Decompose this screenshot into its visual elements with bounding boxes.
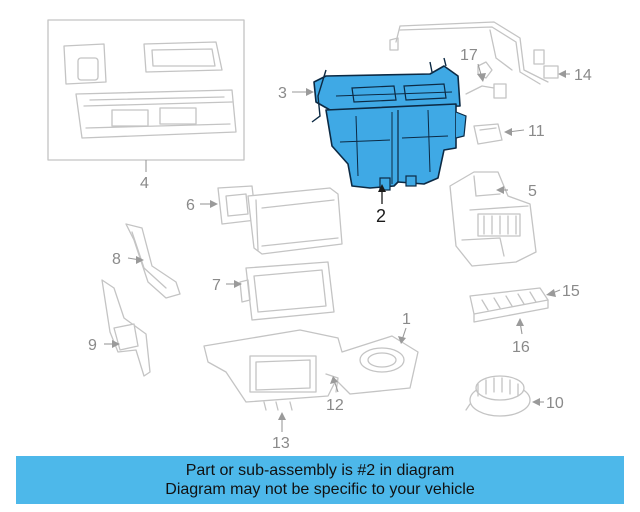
part-14-wire-harness bbox=[389, 21, 559, 99]
callout-7: 7 bbox=[212, 277, 221, 294]
callout-10: 10 bbox=[546, 395, 564, 412]
part-6-heater-core bbox=[217, 185, 343, 255]
part-10-blower-motor bbox=[465, 375, 531, 417]
callout-17: 17 bbox=[460, 47, 478, 64]
callout-5: 5 bbox=[528, 183, 537, 200]
banner-line-part: Part or sub-assembly is #2 in diagram bbox=[185, 462, 455, 479]
callout-15: 15 bbox=[562, 283, 580, 300]
banner-line-disclaimer: Diagram may not be specific to your vehi… bbox=[165, 481, 475, 498]
part-2-hvac-case bbox=[311, 57, 467, 191]
callout-14: 14 bbox=[574, 67, 592, 84]
callout-16: 16 bbox=[512, 339, 530, 356]
part-5-door-housing bbox=[449, 171, 537, 267]
callout-9: 9 bbox=[88, 337, 97, 354]
part-8-duct bbox=[125, 223, 181, 299]
part-4-control-panel bbox=[47, 19, 245, 161]
part-2-top-cover bbox=[313, 65, 461, 111]
callout-6: 6 bbox=[186, 197, 195, 214]
callout-1: 1 bbox=[402, 311, 411, 328]
part-9-aspirator bbox=[101, 279, 151, 377]
callout-leaders bbox=[104, 63, 570, 432]
part-11-sensor bbox=[473, 123, 503, 145]
info-banner: Part or sub-assembly is #2 in diagram Di… bbox=[16, 456, 624, 504]
part-7-evaporator bbox=[239, 261, 335, 321]
callout-13: 13 bbox=[272, 435, 290, 452]
part-15-filter bbox=[469, 287, 549, 323]
callout-12: 12 bbox=[326, 397, 344, 414]
callout-2: 2 bbox=[376, 206, 386, 226]
callout-8: 8 bbox=[112, 251, 121, 268]
callout-labels: 2 1 3 4 5 6 7 8 9 10 11 12 13 14 15 16 1… bbox=[88, 47, 592, 452]
part-1-lower-case bbox=[203, 329, 419, 411]
parts-diagram: 2 1 3 4 5 6 7 8 9 10 11 12 13 14 15 16 1… bbox=[47, 19, 592, 452]
callout-4: 4 bbox=[140, 175, 149, 192]
part-2-body bbox=[325, 103, 457, 189]
callout-11: 11 bbox=[528, 123, 545, 140]
callout-3: 3 bbox=[278, 85, 287, 102]
